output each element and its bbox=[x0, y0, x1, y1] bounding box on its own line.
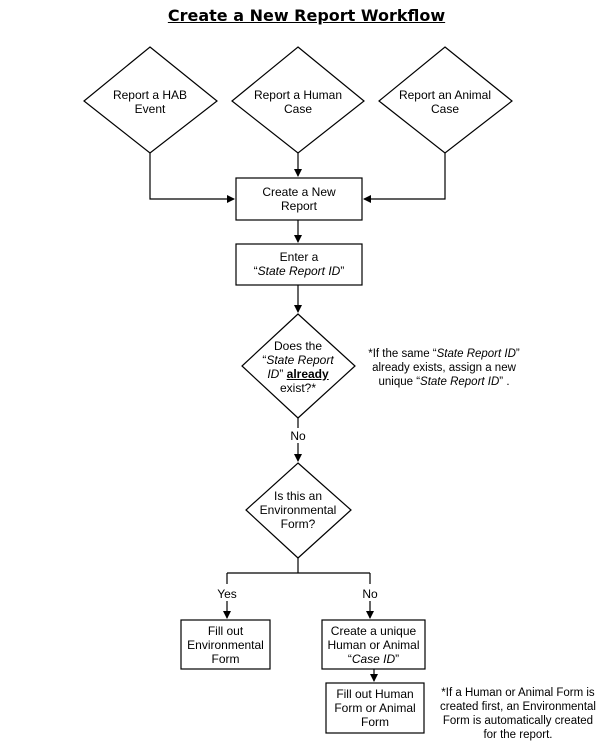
environmental-form-box bbox=[180, 619, 271, 670]
yes-label: Yes bbox=[217, 587, 237, 601]
id-exists-label: Does the “State Report ID” already exist… bbox=[262, 339, 334, 395]
auto-create-note: *If a Human or Animal Form is created fi… bbox=[440, 687, 596, 741]
human-animal-form-box bbox=[325, 682, 425, 734]
no-label-env: No bbox=[362, 587, 378, 601]
page-title: Create a New Report Workflow bbox=[167, 6, 446, 25]
create-report-box bbox=[235, 177, 363, 221]
case-id-label: Create a unique Human or Animal “Case ID… bbox=[327, 624, 420, 666]
connector-env-branch bbox=[226, 558, 371, 584]
id-exists-note: *If the same “State Report ID” already e… bbox=[368, 348, 520, 388]
connector-animal bbox=[363, 153, 446, 203]
no-label-id: No bbox=[290, 429, 306, 443]
enter-id-label: Enter a “State Report ID” bbox=[253, 250, 345, 278]
enter-id-box bbox=[235, 243, 363, 286]
connector-hab bbox=[149, 153, 235, 203]
